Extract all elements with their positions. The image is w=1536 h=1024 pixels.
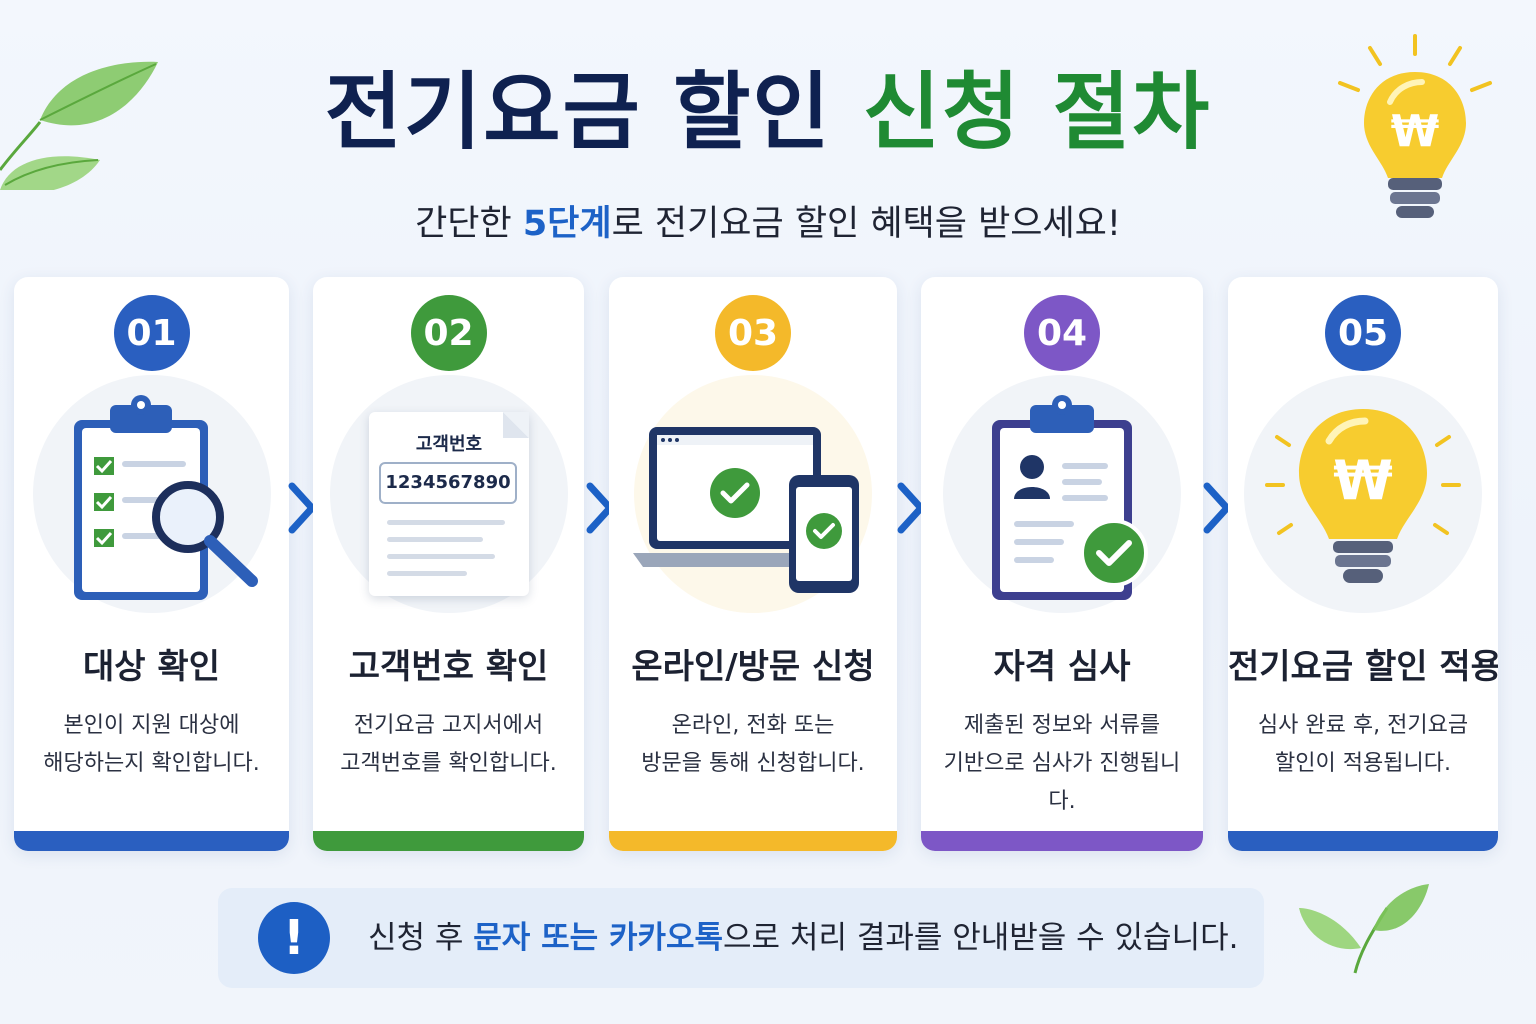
step-description-line: 할인이 적용됩니다. [1275,751,1451,776]
step-description-line: 해당하는지 확인합니다. [43,751,260,776]
notice-text-after: 으로 처리 결과를 안내받을 수 있습니다. [723,920,1239,956]
document-line [387,554,495,559]
step-card-3: 03 온라인/방문 신청 온라인, 전화 또는 방문을 통해 신청합니다. [609,277,897,851]
leaf-decoration-icon [1299,884,1429,974]
step-color-bar [14,831,289,851]
step-number-badge: 04 [1024,295,1100,371]
page-subtitle: 간단한 5단계로 전기요금 할인 혜택을 받으세요! [0,200,1536,248]
clipboard-search-icon [73,395,258,600]
step-color-bar [609,831,897,851]
chevron-right-icon [1203,482,1231,534]
step-description-line: 전기요금 고지서에서 [353,713,544,738]
page-title-part1: 전기요금 할인 [324,63,832,161]
page-fold-icon [503,412,529,438]
step-color-bar [921,831,1203,851]
step-description: 제출된 정보와 서류를 기반으로 심사가 진행됩니다. [931,707,1193,821]
customer-number-label: 고객번호 [415,434,483,455]
step-number-badge: 05 [1325,295,1401,371]
clipboard-profile-check-icon [992,395,1148,600]
step-card-5: 05 ₩ 전기요금 할인 적용 심사 완료 후, 전기요금 할인이 적용됩니다. [1228,277,1498,851]
step-description-line: 방문을 통해 신청합니다. [641,751,865,776]
step-card-2: 02 고객번호 1234567890 고객번호 확인 전기요금 고지서에서 고객… [313,277,584,851]
step-description: 본인이 지원 대상에 해당하는지 확인합니다. [24,707,279,783]
notice-banner: ! 신청 후 문자 또는 카카오톡으로 처리 결과를 안내받을 수 있습니다. [218,888,1264,988]
step-description-line: 제출된 정보와 서류를 [963,713,1161,738]
document-line [387,537,483,542]
step-color-bar [1228,831,1498,851]
document-line [387,571,467,576]
page-title-part2: 신청 절차 [862,63,1212,161]
won-lightbulb-icon: ₩ [1338,34,1492,218]
step-card-1: 01 대상 확인 본인이 지원 대상에 해당하는지 확인합니다. [14,277,289,851]
step-description-line: 온라인, 전화 또는 [671,713,835,738]
subtitle-after: 로 전기요금 할인 혜택을 받으세요! [611,204,1121,244]
notice-text-before: 신청 후 [368,920,474,956]
notice-text: 신청 후 문자 또는 카카오톡으로 처리 결과를 안내받을 수 있습니다. [368,918,1238,958]
leaf-decoration-icon [0,61,158,190]
step-description: 심사 완료 후, 전기요금 할인이 적용됩니다. [1238,707,1488,783]
step-title: 온라인/방문 신청 [631,647,875,687]
step-description-line: 본인이 지원 대상에 [63,713,240,738]
document-line [387,520,505,525]
bill-document-icon: 고객번호 1234567890 [369,412,529,596]
step-number-badge: 03 [715,295,791,371]
step-title: 대상 확인 [83,647,220,687]
won-lightbulb-icon: ₩ [1265,409,1461,583]
step-title: 자격 심사 [993,647,1131,687]
step-title: 전기요금 할인 적용 [1228,647,1498,687]
step-description-line: 고객번호를 확인합니다. [340,751,557,776]
laptop-phone-check-icon [633,427,859,593]
subtitle-highlight: 5단계 [522,204,612,244]
notice-highlight: 문자 또는 카카오톡 [473,920,724,956]
subtitle-before: 간단한 [415,204,523,244]
step-description: 온라인, 전화 또는 방문을 통해 신청합니다. [619,707,887,783]
customer-number-field: 1234567890 [379,462,517,504]
svg-text:₩: ₩ [1391,106,1440,157]
step-color-bar [313,831,584,851]
step-number-badge: 01 [113,295,190,371]
step-description-line: 심사 완료 후, 전기요금 [1257,713,1469,738]
step-description: 전기요금 고지서에서 고객번호를 확인합니다. [323,707,574,783]
chevron-right-icon [288,482,316,534]
step-description-line: 기반으로 심사가 진행됩니다. [943,751,1181,814]
step-number-badge: 02 [410,295,487,371]
page-title: 전기요금 할인 신청 절차 [0,62,1536,162]
exclamation-icon: ! [258,902,330,974]
svg-text:₩: ₩ [1333,449,1393,512]
step-title: 고객번호 확인 [348,647,549,687]
step-card-4: 04 자격 심사 제출된 정보와 서류를 기반으로 심사가 진행됩니다. [921,277,1203,851]
